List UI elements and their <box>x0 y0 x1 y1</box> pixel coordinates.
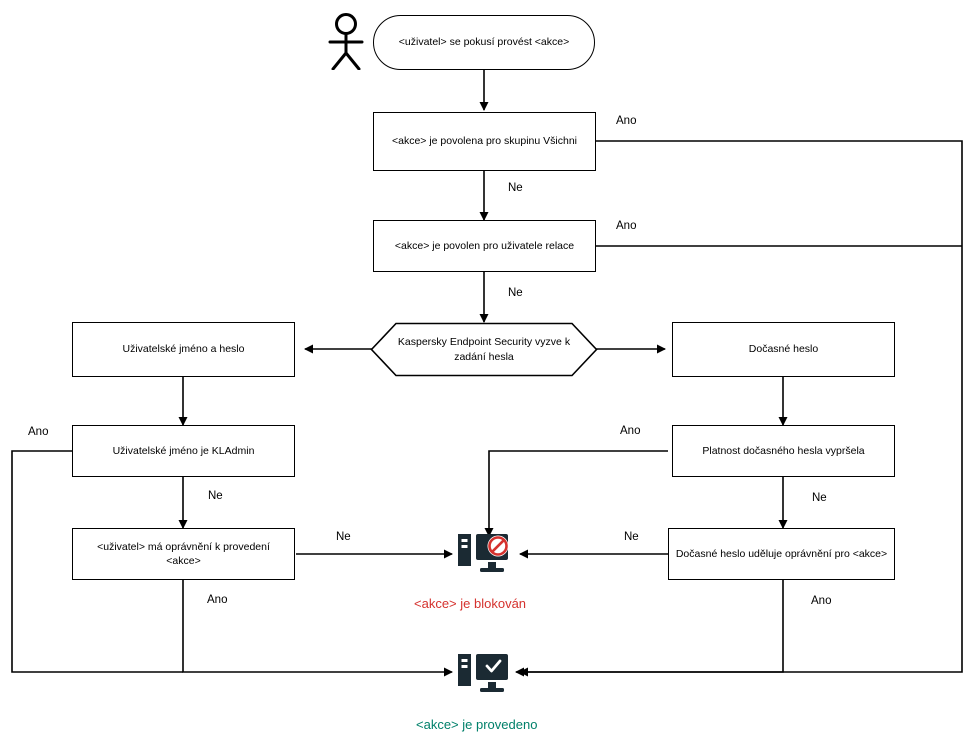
node-prompt-password: Kaspersky Endpoint Security vyzve k zadá… <box>370 322 598 377</box>
caption-action-blocked: <akce> je blokován <box>414 596 527 611</box>
node-user-has-permission: <uživatel> má oprávnění k provedení <akc… <box>72 528 295 580</box>
caption-action-done: <akce> je provedeno <box>416 717 538 732</box>
node-allowed-session-user: <akce> je povolen pro uživatele relace <box>373 220 596 272</box>
edge-label-no-temp-grants: Ne <box>624 531 639 543</box>
node-temp-password-expired-label: Platnost dočasného hesla vypršela <box>702 444 865 457</box>
edge-label-yes-session: Ano <box>616 220 637 232</box>
node-user-has-permission-label: <uživatel> má oprávnění k provedení <akc… <box>97 540 270 567</box>
edge-label-yes-everyone: Ano <box>616 115 637 127</box>
monitor-check-icon <box>452 650 520 700</box>
user-icon <box>324 12 368 71</box>
node-prompt-password-label: Kaspersky Endpoint Security vyzve k zadá… <box>397 336 571 363</box>
node-start-label: <uživatel> se pokusí provést <akce> <box>398 36 570 49</box>
node-start: <uživatel> se pokusí provést <akce> <box>373 15 595 70</box>
node-username-is-kladmin-label: Uživatelské jméno je KLAdmin <box>112 444 255 457</box>
node-temporary-password: Dočasné heslo <box>672 322 895 377</box>
node-username-password: Uživatelské jméno a heslo <box>72 322 295 377</box>
node-allowed-session-user-label: <akce> je povolen pro uživatele relace <box>394 239 575 252</box>
node-username-password-label: Uživatelské jméno a heslo <box>122 343 245 356</box>
node-allowed-everyone: <akce> je povolena pro skupinu Všichni <box>373 112 596 171</box>
node-allowed-everyone-label: <akce> je povolena pro skupinu Všichni <box>391 135 578 148</box>
node-temporary-password-label: Dočasné heslo <box>748 343 819 356</box>
edge-label-yes-permission: Ano <box>207 594 228 606</box>
edge-label-no-session: Ne <box>508 287 523 299</box>
edge-label-no-expired: Ne <box>812 492 827 504</box>
edge-label-yes-kladmin: Ano <box>28 426 49 438</box>
edge-label-yes-temp-grants: Ano <box>811 595 832 607</box>
edge-label-no-everyone: Ne <box>508 182 523 194</box>
edge-label-yes-expired: Ano <box>620 425 641 437</box>
node-temp-password-grants: Dočasné heslo uděluje oprávnění pro <akc… <box>668 528 895 580</box>
node-temp-password-expired: Platnost dočasného hesla vypršela <box>672 425 895 477</box>
monitor-blocked-icon <box>452 528 520 580</box>
node-username-is-kladmin: Uživatelské jméno je KLAdmin <box>72 425 295 477</box>
edge-label-no-kladmin: Ne <box>208 490 223 502</box>
edge-label-no-permission: Ne <box>336 531 351 543</box>
node-temp-password-grants-label: Dočasné heslo uděluje oprávnění pro <akc… <box>675 547 888 560</box>
